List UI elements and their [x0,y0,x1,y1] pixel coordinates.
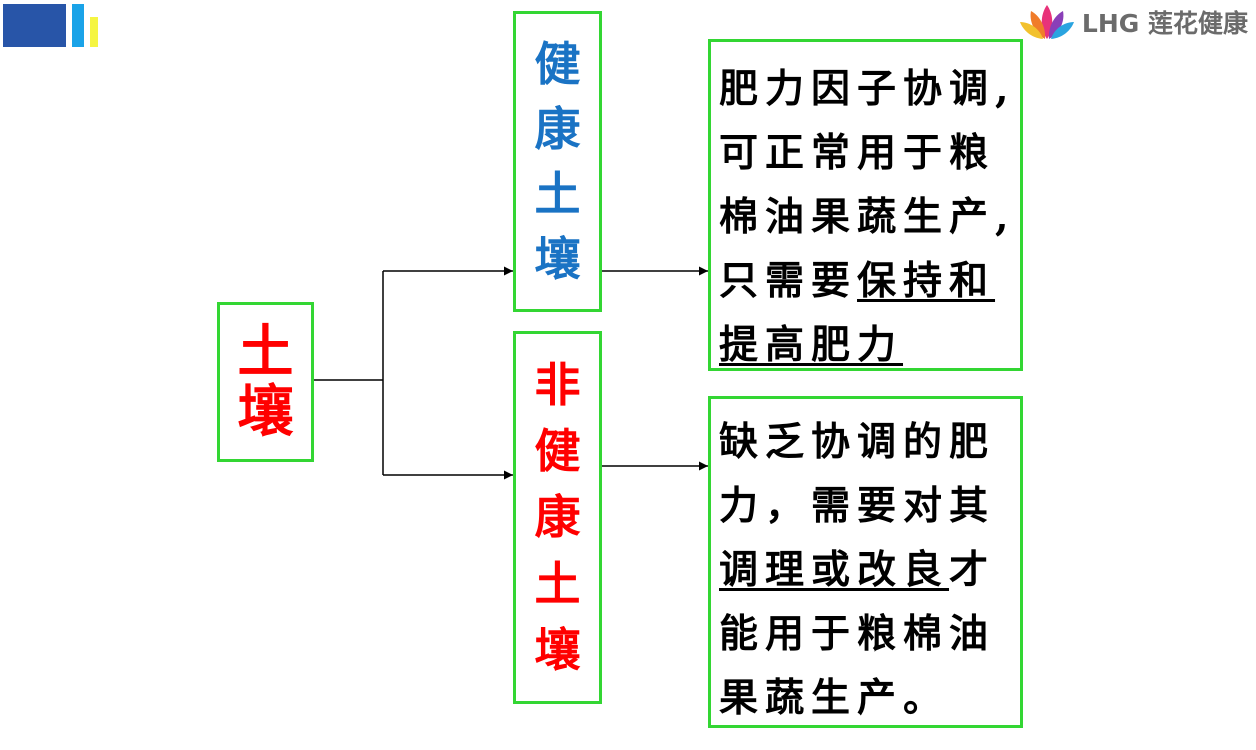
lotus-icon [1019,5,1074,39]
desc-line: 缺乏协调的肥 [719,419,996,465]
header-decor-bar-blue [72,4,84,47]
branch-char: 壤 [534,622,581,677]
header-decor-bar-yellow [90,17,98,47]
branch-char: 健 [534,424,581,479]
desc-line: 能用于粮棉油 [719,611,996,657]
branch-node-healthy-soil: 健 康 土 壤 [513,11,602,312]
header-decor-block [3,4,66,47]
desc-line: 只需要保持和 [719,258,996,304]
branch-node-unhealthy-soil: 非 健 康 土 壤 [513,331,602,704]
unhealthy-description-box [708,396,1023,728]
branch-char: 健 [534,37,581,91]
brand-logo: LHG 莲花健康 [1018,2,1248,42]
branch-char: 康 [534,102,581,156]
healthy-description-box [708,39,1023,371]
unhealthy-description: 缺乏协调的肥 力，需要对其 调理或改良才 能用于粮棉油 果蔬生产。 [719,410,995,730]
healthy-description: 肥力因子协调, 可正常用于粮 棉油果蔬生产, 只需要保持和 提高肥力 [719,57,1016,377]
root-char: 土 [237,319,294,385]
branch-char: 壤 [534,232,581,286]
brand-name: LHG 莲花健康 [1081,9,1248,38]
branch-char: 土 [534,556,581,611]
desc-line: 力，需要对其 [719,483,996,529]
desc-line: 调理或改良才 [719,547,996,593]
desc-line: 棉油果蔬生产, [719,194,1016,240]
root-node-soil: 土 壤 [217,302,314,462]
branch-char: 非 [534,358,581,413]
desc-line: 可正常用于粮 [719,130,996,176]
branch-char: 康 [534,490,581,545]
desc-line: 提高肥力 [719,322,904,368]
desc-line: 肥力因子协调, [719,66,1016,112]
root-char: 壤 [237,379,294,445]
branch-char: 土 [534,167,581,221]
desc-line: 果蔬生产。 [719,675,950,721]
